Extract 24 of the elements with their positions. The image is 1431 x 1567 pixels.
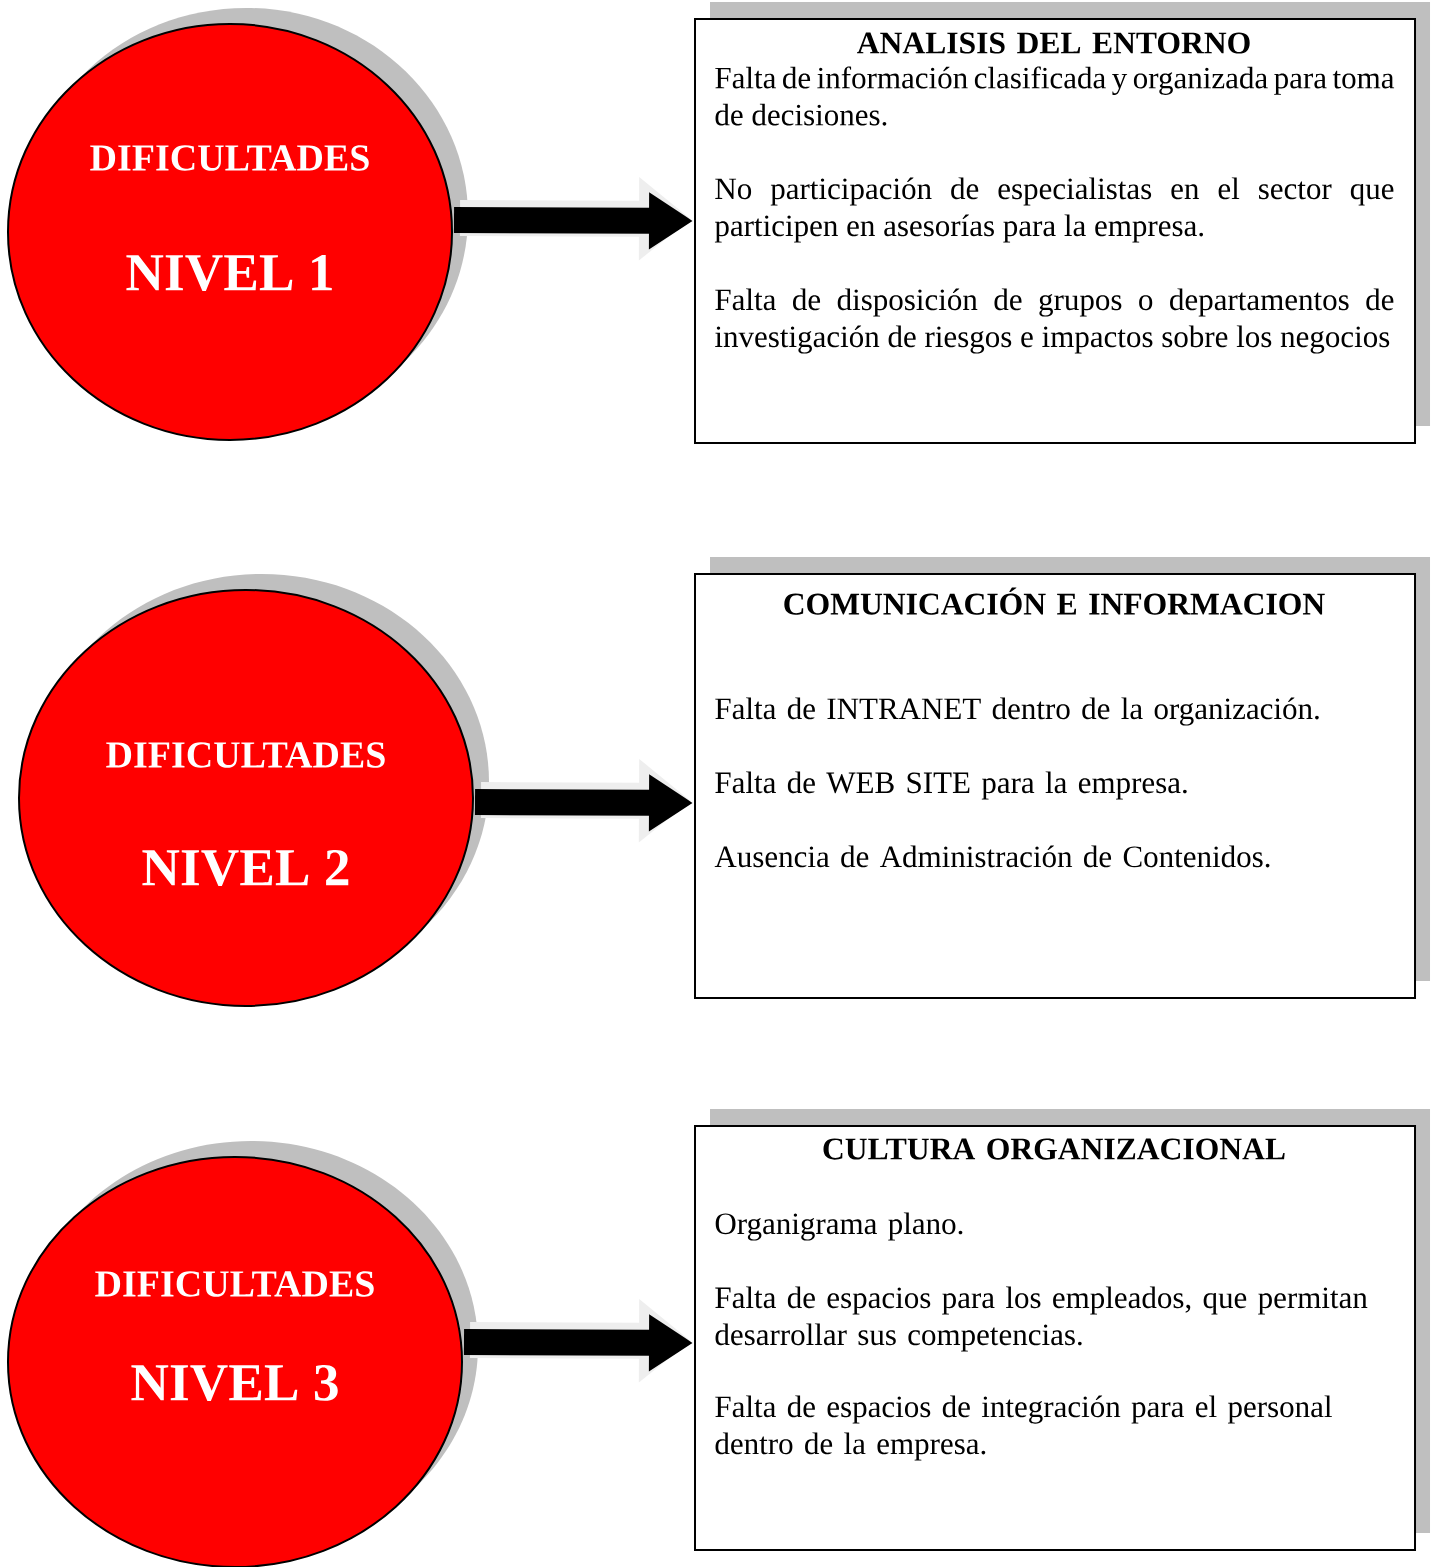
circle-label: NIVEL 2: [142, 849, 349, 887]
circle-label: DIFICULTADES: [106, 742, 385, 768]
circle: [7, 1141, 478, 1567]
circle-label: DIFICULTADES: [95, 1271, 374, 1297]
text-box: [694, 1109, 1430, 1551]
circle-label: DIFICULTADES: [90, 145, 369, 171]
box-heading: CULTURA ORGANIZACIONAL: [823, 1138, 1285, 1160]
paragraph: Falta de información clasificada y organizada para toma de decisiones.: [715, 66, 1395, 126]
paragraph: Falta de INTRANET dentro de la organización.: [715, 697, 1319, 726]
paragraph: No participación de especialistas en el sector que participen en asesorías para la empresa.: [714, 177, 1394, 243]
paragraph: Ausencia de Administración de Contenidos.: [714, 845, 1270, 868]
paragraph: Falta de espacios de integración para el personal dentro de la empresa.: [715, 1395, 1332, 1461]
paragraph: Falta de WEB SITE para la empresa.: [715, 771, 1187, 800]
circle: [18, 574, 489, 1007]
text-box: [694, 2, 1430, 444]
paragraph: Falta de disposición de grupos o departamentos de investigación de riesgos e impactos sobre los negocios: [715, 288, 1394, 354]
circle-label: NIVEL 1: [126, 254, 332, 291]
text-box: [694, 557, 1430, 999]
box-heading: ANALISIS DEL ENTORNO: [857, 32, 1250, 54]
circle: [7, 8, 468, 441]
circle-label: NIVEL 3: [131, 1364, 338, 1402]
paragraph: Falta de espacios para los empleados, que permitan desarrollar sus competencias.: [715, 1286, 1368, 1352]
box-heading: COMUNICACIÓN E INFORMACION: [784, 587, 1325, 615]
paragraph: Organigrama plano.: [715, 1212, 963, 1241]
